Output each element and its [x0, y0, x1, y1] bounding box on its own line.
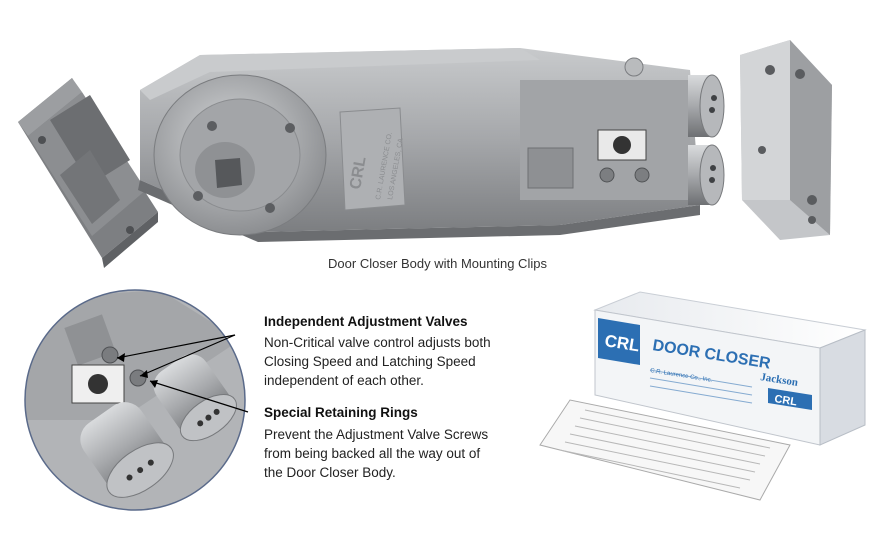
feature-body-adjustment-valves: Non-Critical valve control adjusts both … [264, 333, 564, 390]
feature-line: the Door Closer Body. [264, 465, 396, 480]
image-caption: Door Closer Body with Mounting Clips [328, 256, 547, 271]
callout-line-1 [116, 334, 236, 359]
box-second-logo: CRL [774, 393, 798, 408]
door-closer-body: CRL C.R. LAURENCE CO. LOS ANGELES, CA [138, 48, 725, 242]
box-second-brand: Jackson [760, 371, 799, 389]
callout-line-2 [139, 334, 236, 377]
feature-line: Non-Critical valve control adjusts both [264, 335, 491, 350]
feature-body-retaining-rings: Prevent the Adjustment Valve Screws from… [264, 425, 564, 482]
feature-line: independent of each other. [264, 373, 424, 388]
svg-text:CRL: CRL [347, 155, 369, 191]
callout-line-3 [149, 380, 249, 413]
left-mounting-clip [18, 78, 158, 268]
product-box: CRL DOOR CLOSER C.R. Laurence Co., Inc. … [539, 291, 867, 501]
feature-heading-adjustment-valves: Independent Adjustment Valves [264, 314, 468, 329]
right-mounting-clip [740, 40, 832, 240]
feature-line: from being backed all the way out of [264, 446, 481, 461]
zoom-detail [24, 289, 249, 511]
feature-line: Prevent the Adjustment Valve Screws [264, 427, 489, 442]
feature-heading-retaining-rings: Special Retaining Rings [264, 405, 418, 420]
feature-line: Closing Speed and Latching Speed [264, 354, 476, 369]
